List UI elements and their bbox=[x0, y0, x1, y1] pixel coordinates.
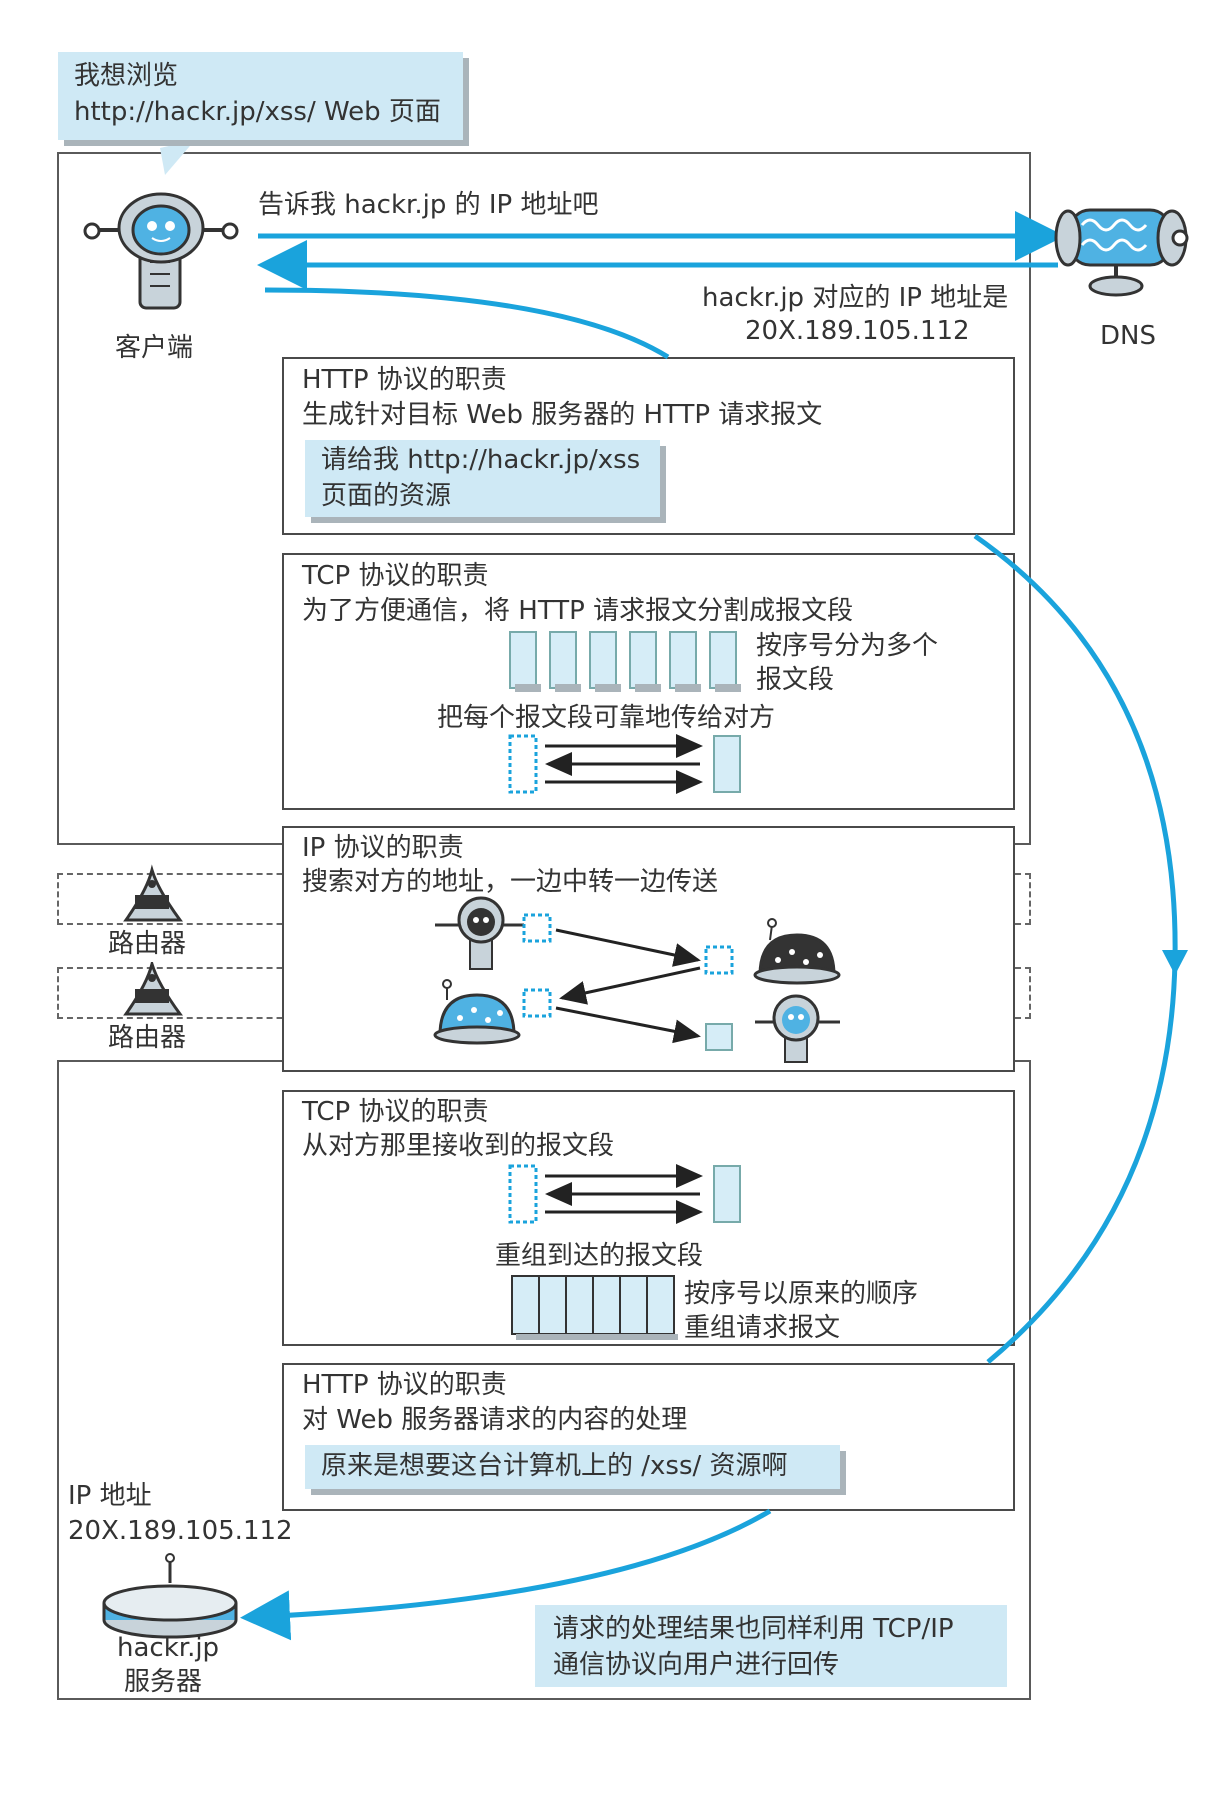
router-label-1: 路由器 bbox=[108, 926, 187, 962]
response-to-server-curve bbox=[240, 1508, 772, 1641]
speech-bubble-line2: http://hackr.jp/xss/ Web 页面 bbox=[74, 97, 441, 127]
server-ip-label: IP 地址 bbox=[68, 1481, 152, 1511]
http-server-note: 原来是想要这台计算机上的 /xss/ 资源啊 bbox=[305, 1445, 840, 1489]
tcp-server-reassembled bbox=[511, 1275, 678, 1340]
http-server-note-text: 原来是想要这台计算机上的 /xss/ 资源啊 bbox=[321, 1451, 788, 1481]
router-icon-2 bbox=[123, 958, 183, 1016]
ip-title: IP 协议的职责 bbox=[302, 833, 464, 863]
tcp-server-reassemble: 重组到达的报文段 bbox=[495, 1241, 704, 1271]
response-note-line2: 通信协议向用户进行回传 bbox=[553, 1650, 840, 1680]
ip-panel bbox=[282, 826, 1015, 1072]
tcp-server-title: TCP 协议的职责 bbox=[302, 1097, 489, 1127]
response-note: 请求的处理结果也同样利用 TCP/IP 通信协议向用户进行回传 bbox=[535, 1605, 1007, 1687]
router-icon-1 bbox=[123, 864, 183, 922]
tcp-server-order-line2: 重组请求报文 bbox=[684, 1313, 841, 1343]
dns-reply-line1: hackr.jp 对应的 IP 地址是 bbox=[702, 283, 1009, 313]
dns-request-label: 告诉我 hackr.jp 的 IP 地址吧 bbox=[258, 190, 599, 220]
ip-desc: 搜索对方的地址，一边中转一边传送 bbox=[302, 867, 719, 897]
http-client-note: 请给我 http://hackr.jp/xss 页面的资源 bbox=[305, 440, 660, 517]
speech-bubble-line1: 我想浏览 bbox=[74, 61, 179, 91]
server-name-line1: hackr.jp bbox=[117, 1633, 220, 1663]
http-client-note-line1: 请给我 http://hackr.jp/xss bbox=[321, 445, 641, 475]
tcp-server-desc: 从对方那里接收到的报文段 bbox=[302, 1131, 615, 1161]
ip-routing bbox=[522, 913, 734, 1051]
http-server-title: HTTP 协议的职责 bbox=[302, 1370, 507, 1400]
dns-label: DNS bbox=[1100, 321, 1156, 351]
client-robot-icon bbox=[83, 192, 239, 310]
tcp-client-transfer bbox=[508, 734, 741, 794]
http-client-desc: 生成针对目标 Web 服务器的 HTTP 请求报文 bbox=[302, 400, 823, 430]
dns-reply-line2: 20X.189.105.112 bbox=[745, 316, 970, 346]
tcp-client-reliable: 把每个报文段可靠地传给对方 bbox=[437, 703, 776, 733]
http-client-note-line2: 页面的资源 bbox=[321, 481, 452, 511]
tcp-client-segments-line2: 报文段 bbox=[756, 665, 835, 695]
client-label: 客户端 bbox=[115, 333, 194, 363]
tcp-server-order-line1: 按序号以原来的顺序 bbox=[684, 1279, 919, 1309]
tcp-client-segments-line1: 按序号分为多个 bbox=[756, 631, 939, 661]
http-client-title: HTTP 协议的职责 bbox=[302, 365, 507, 395]
server-name-line2: 服务器 bbox=[124, 1667, 203, 1697]
ip-dome-top-right-icon bbox=[753, 918, 841, 985]
http-server-desc: 对 Web 服务器请求的内容的处理 bbox=[302, 1405, 688, 1435]
client-to-http-curve bbox=[264, 287, 670, 360]
tcp-server-transfer bbox=[508, 1164, 741, 1224]
ip-dome-bottom-left-icon bbox=[433, 979, 521, 1045]
arc-arrowhead bbox=[1162, 950, 1188, 975]
dns-drum-icon bbox=[1054, 208, 1189, 297]
ip-robot-top-left-icon bbox=[435, 896, 525, 970]
router-label-2: 路由器 bbox=[108, 1020, 187, 1056]
server-ip-value: 20X.189.105.112 bbox=[68, 1516, 293, 1546]
transmission-arc bbox=[973, 533, 1178, 1364]
server-icon bbox=[102, 1553, 238, 1639]
response-note-line1: 请求的处理结果也同样利用 TCP/IP bbox=[553, 1614, 954, 1644]
tcp-client-title: TCP 协议的职责 bbox=[302, 561, 489, 591]
tcp-client-segments bbox=[509, 631, 741, 692]
speech-bubble: 我想浏览 http://hackr.jp/xss/ Web 页面 bbox=[58, 52, 463, 140]
tcp-client-desc: 为了方便通信，将 HTTP 请求报文分割成报文段 bbox=[302, 596, 854, 626]
ip-robot-bottom-right-icon bbox=[755, 994, 840, 1063]
